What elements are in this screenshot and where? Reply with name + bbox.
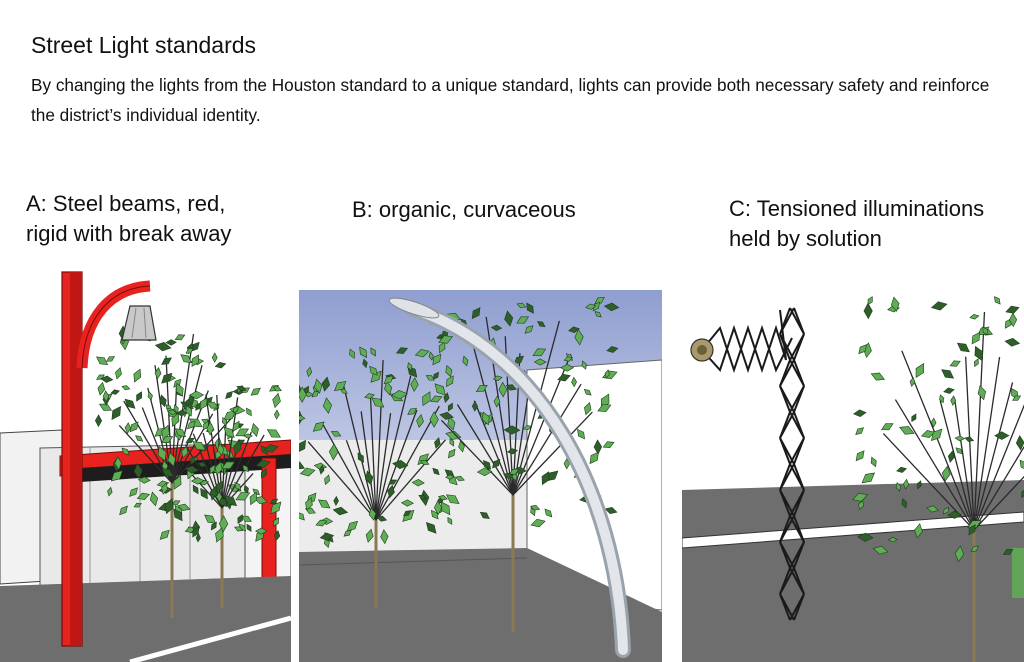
option-c-caption: C: Tensioned illuminations held by solut… <box>729 194 984 254</box>
lamp-head <box>690 338 714 362</box>
page-title: Street Light standards <box>31 32 257 58</box>
ground-plane <box>299 548 662 662</box>
lamp-head <box>121 305 157 341</box>
option-b-caption: B: organic, curvaceous <box>352 195 576 225</box>
ground-plane <box>0 576 291 662</box>
page-description: By changing the lights from the Houston … <box>31 75 990 125</box>
option-c-caption-line-2: held by solution <box>729 226 882 251</box>
option-a-caption-line-1: A: Steel beams, red, <box>26 191 226 216</box>
option-c-illustration <box>682 290 1024 662</box>
tension-lattice-pole <box>701 307 805 621</box>
option-a-illustration <box>0 268 291 662</box>
option-c-caption-line-1: C: Tensioned illuminations <box>729 196 985 221</box>
option-a-caption-line-2: rigid with break away <box>26 221 232 246</box>
tree-group-a <box>94 325 282 618</box>
red-beam-pole <box>61 271 151 647</box>
tree-group-c <box>852 296 1024 662</box>
tree-group-b <box>299 296 620 632</box>
curved-pole <box>388 297 631 658</box>
option-b-illustration <box>299 290 662 662</box>
option-a-caption: A: Steel beams, red, rigid with break aw… <box>26 189 231 249</box>
option-b-caption-line-1: B: organic, curvaceous <box>352 197 576 222</box>
